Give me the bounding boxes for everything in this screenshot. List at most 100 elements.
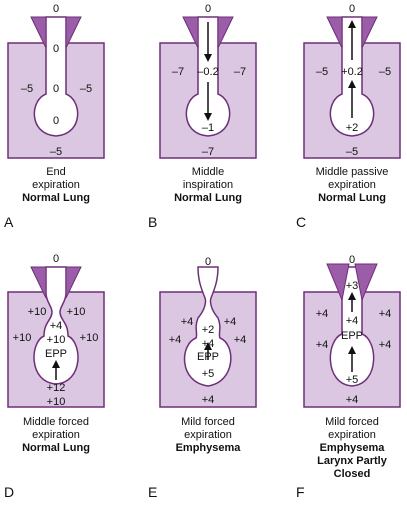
panel-f: 0 +3 +4 EPP +4 +4 +4 +4 +5 +4 [303,254,401,408]
caption-e: Mild forced expiration Emphysema [148,416,268,455]
pressure-pleural-right: –5 [80,83,92,95]
panel-letter-a: A [4,214,14,230]
condition-extra: Larynx Partly [317,455,387,467]
panel-b: 0 –0.2 –1 –7 –7 –7 [159,3,257,159]
condition-label: Emphysema [319,442,385,454]
larynx-left [30,266,47,299]
caption-line: Mild forced [325,416,379,428]
pressure-pleural-right-2: +4 [379,339,392,351]
pressure-bottom: –7 [202,146,214,158]
pressure-pleural-right: –5 [379,66,391,78]
condition-extra: Closed [333,468,371,480]
pressure-airway-1: +2 [202,324,215,336]
panel-letter-f: F [296,484,305,500]
pressure-neck: 0 [53,43,59,55]
larynx-right [65,16,82,49]
pressure-pleural-left: –5 [21,83,33,95]
airway-and-alveolus [33,266,79,385]
pressure-pleural-left-2: +4 [316,339,329,351]
panel-c: 0 +0.2 +2 –5 –5 –5 [303,3,401,159]
airway-and-alveolus [33,16,79,137]
airway-and-alveolus [329,16,375,137]
larynx-left [30,16,47,49]
panel-d: 0 +10 +10 +4 +10 EPP +12 +10 +10 +10 [7,253,105,408]
airway-and-alveolus [329,266,375,387]
pressure-neck-left: +10 [28,306,47,318]
larynx-right [354,263,378,302]
airway-and-alveolus [183,266,232,387]
panel-e: 0 +4 +4 +2 +4 EPP +5 +4 +4 +4 [159,256,257,408]
caption-line: expiration [32,179,80,191]
airway-and-alveolus [185,16,231,137]
pressure-bottom: –5 [50,146,62,158]
caption-f: Mild forced expiration Emphysema Larynx … [292,416,407,481]
pressure-top: 0 [349,254,355,266]
caption-line: End [46,166,66,178]
pressure-bottom: +4 [346,394,359,406]
larynx-left [326,263,350,302]
pressure-pleural-right: +4 [234,334,247,346]
pressure-top: 0 [205,3,211,15]
pressure-neck-right: +4 [224,316,237,328]
caption-c: Middle passive expiration Normal Lung [292,166,407,205]
condition-label: Normal Lung [318,192,386,204]
caption-b: Middle inspiration Normal Lung [148,166,268,205]
epp-label: EPP [197,351,219,363]
epp-label: EPP [45,348,67,360]
pressure-bottom: –5 [346,146,358,158]
pressure-upper: 0 [53,83,59,95]
panel-letter-e: E [148,484,158,500]
pressure-pleural-left: –5 [316,66,328,78]
caption-a: End expiration Normal Lung [0,166,116,205]
pressure-alveolus: +12 [47,382,66,394]
pressure-center: +0.2 [341,66,363,78]
pressure-pleural-right: +10 [80,332,99,344]
pressure-pleural-left: +10 [13,332,32,344]
condition-label: Normal Lung [22,442,90,454]
condition-label: Normal Lung [174,192,242,204]
caption-line: Middle [191,166,225,178]
pressure-airway-1: +4 [50,320,63,332]
caption-line: expiration [184,429,232,441]
larynx-right [361,16,378,49]
pressure-center: –0.2 [197,66,218,78]
panel-letter-c: C [296,214,307,230]
pressure-alveolus: +5 [202,368,215,380]
pressure-alveolus: +2 [346,122,359,134]
caption-line: expiration [328,429,376,441]
pressure-alveolus: 0 [53,115,59,127]
pressure-pleural-left: +4 [169,334,182,346]
pressure-airway-1: +3 [346,280,359,292]
panel-a: 0 0 0 0 –5 –5 –5 [7,3,105,159]
larynx-right [217,16,234,49]
pressure-bottom: +4 [202,394,215,406]
pressure-bottom: +10 [47,396,66,408]
pressure-top: 0 [53,3,59,15]
condition-label: Normal Lung [22,192,90,204]
panel-letter-d: D [4,484,15,500]
pressure-top: 0 [205,256,211,268]
pressure-pleural-right: –7 [234,66,246,78]
pressure-alveolus: –1 [202,122,214,134]
larynx-right [65,266,82,299]
pressure-neck-left: +4 [181,316,194,328]
pressure-alveolus: +5 [346,374,359,386]
pressure-airway-2: +10 [47,334,66,346]
caption-line: Middle passive [315,166,389,178]
pressure-pleural-right: +4 [379,308,392,320]
caption-line: expiration [32,429,80,441]
larynx-left [326,16,343,49]
caption-line: expiration [328,179,376,191]
pressure-neck-right: +10 [67,306,86,318]
panel-letter-b: B [148,214,158,230]
pressure-top: 0 [349,3,355,15]
pressure-airway-2: +4 [202,338,215,350]
pressure-pleural-left: –7 [172,66,184,78]
epp-label: EPP [341,330,363,342]
caption-line: Mild forced [181,416,235,428]
caption-d: Middle forced expiration Normal Lung [0,416,116,455]
pressure-airway-2: +4 [346,315,359,327]
caption-line: inspiration [182,179,234,191]
pressure-top: 0 [53,253,59,265]
